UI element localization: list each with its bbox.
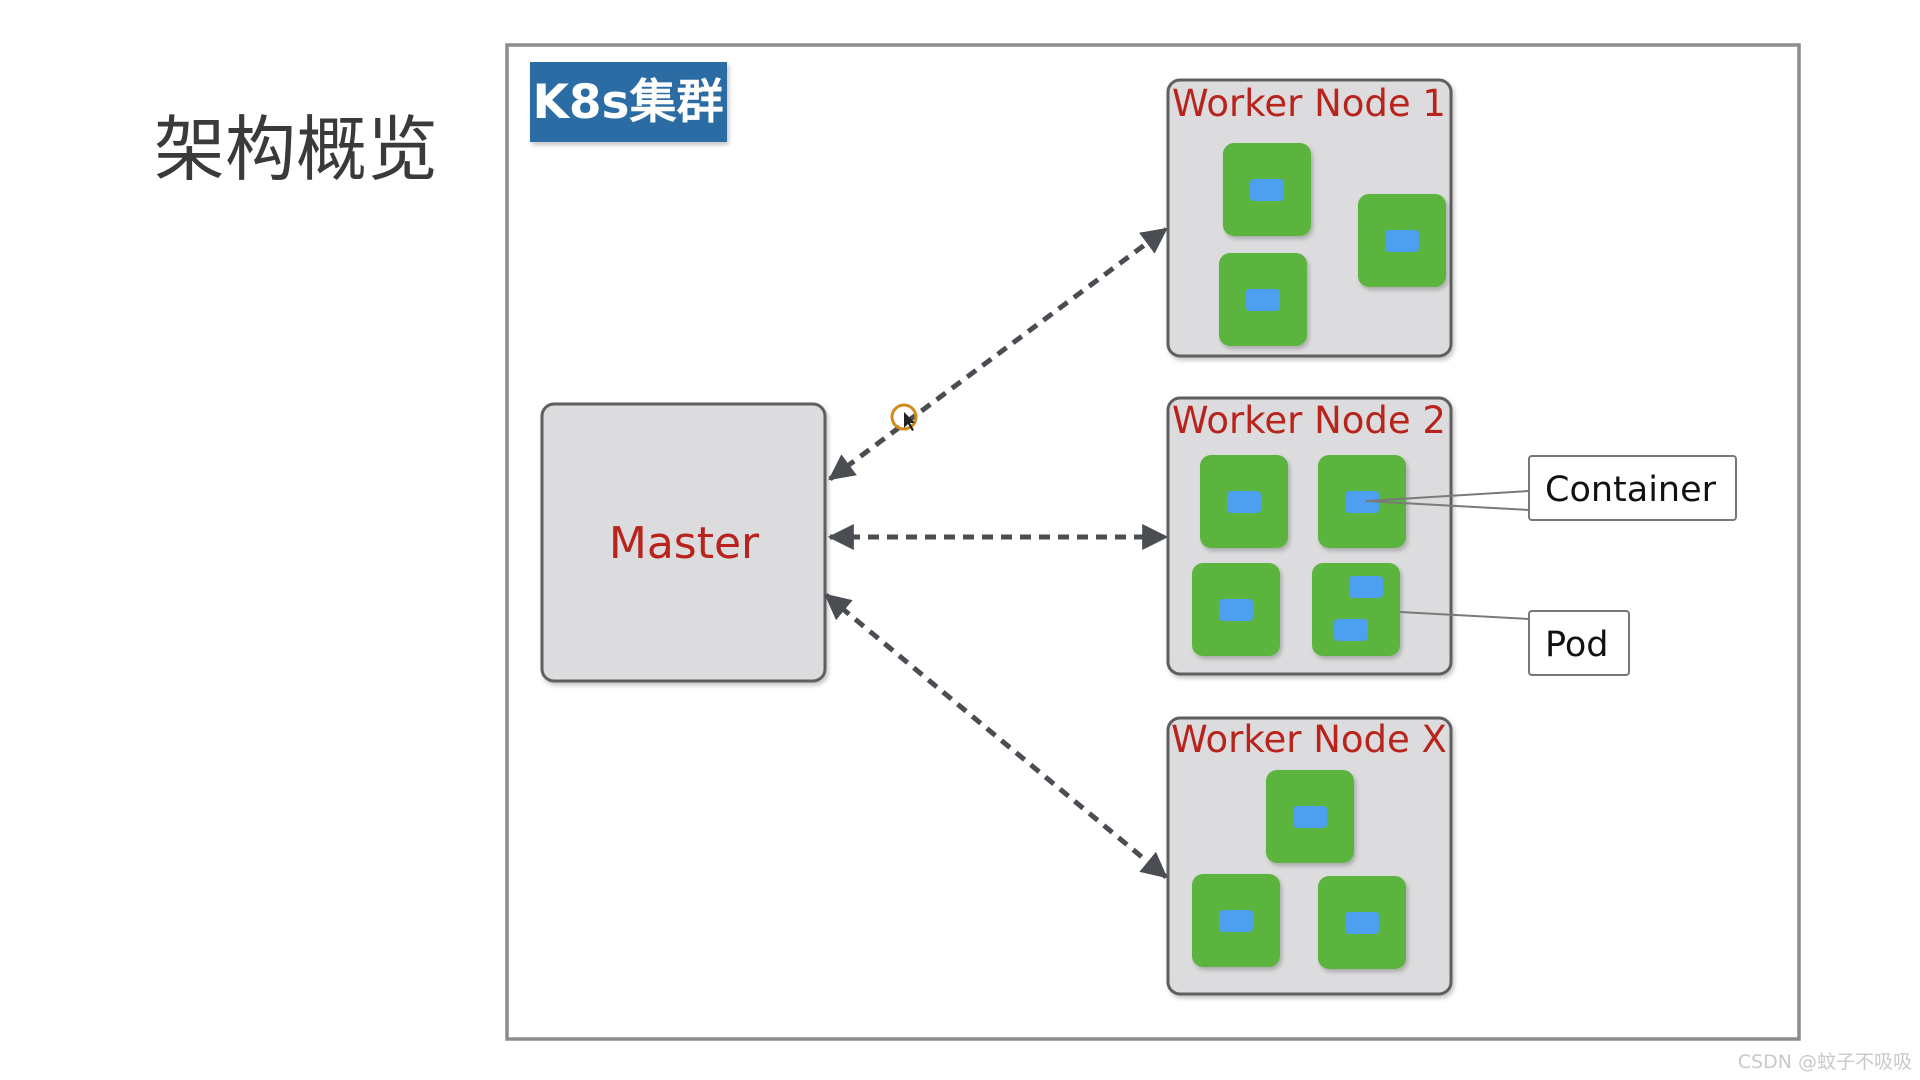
pod bbox=[1223, 143, 1311, 236]
container bbox=[1349, 576, 1383, 598]
container bbox=[1219, 599, 1253, 621]
container bbox=[1246, 289, 1280, 311]
pod bbox=[1358, 194, 1446, 287]
pod-callout-label: Pod bbox=[1545, 625, 1609, 665]
cluster-badge-bg bbox=[530, 62, 727, 142]
pod bbox=[1192, 563, 1280, 656]
pod bbox=[1219, 253, 1307, 346]
container bbox=[1334, 619, 1368, 641]
master-label: Master bbox=[609, 518, 760, 569]
cursor-arrow-icon bbox=[904, 412, 915, 431]
worker-node-1-label: Worker Node 1 bbox=[1172, 82, 1446, 125]
connectors bbox=[824, 226, 1169, 879]
container bbox=[1250, 179, 1284, 201]
master-box bbox=[540, 402, 827, 683]
container-callout: Container bbox=[1365, 455, 1737, 521]
connector-master-node1 bbox=[828, 226, 1168, 482]
container-callout-line bbox=[1365, 500, 1530, 511]
container-callout-line bbox=[1365, 490, 1530, 502]
container bbox=[1345, 491, 1379, 513]
worker-node-2-label: Worker Node 2 bbox=[1172, 399, 1446, 442]
container bbox=[1345, 912, 1379, 934]
cluster-label: K8s集群 bbox=[532, 75, 723, 130]
pod bbox=[1318, 876, 1406, 969]
pod bbox=[1266, 770, 1354, 863]
pod bbox=[1312, 563, 1400, 656]
container bbox=[1219, 910, 1253, 932]
worker-node-2: Worker Node 2 bbox=[1166, 396, 1453, 676]
container-callout-label: Container bbox=[1545, 470, 1717, 510]
container bbox=[1293, 806, 1327, 828]
watermark: CSDN @蚊子不吸吸 bbox=[1738, 1051, 1912, 1073]
cluster-frame bbox=[505, 43, 1801, 1041]
page-title: 架构概览 bbox=[154, 108, 438, 191]
container bbox=[1227, 491, 1261, 513]
pod bbox=[1200, 455, 1288, 548]
container-callout-box bbox=[1528, 455, 1737, 521]
connector-master-nodex bbox=[824, 593, 1168, 879]
pod-callout-line bbox=[1399, 611, 1530, 620]
cursor-indicator bbox=[890, 403, 918, 431]
master-node: Master bbox=[540, 402, 827, 683]
pod bbox=[1192, 874, 1280, 967]
pod bbox=[1318, 455, 1406, 548]
container bbox=[1385, 230, 1419, 252]
cluster-badge: K8s集群 bbox=[530, 62, 727, 142]
worker-node-x-label: Worker Node X bbox=[1171, 718, 1447, 761]
pod-callout: Pod bbox=[1399, 610, 1630, 676]
worker-node-1: Worker Node 1 bbox=[1166, 78, 1453, 358]
cursor-ring bbox=[890, 403, 918, 431]
pod-callout-box bbox=[1528, 610, 1630, 676]
worker-node-x: Worker Node X bbox=[1166, 716, 1453, 996]
